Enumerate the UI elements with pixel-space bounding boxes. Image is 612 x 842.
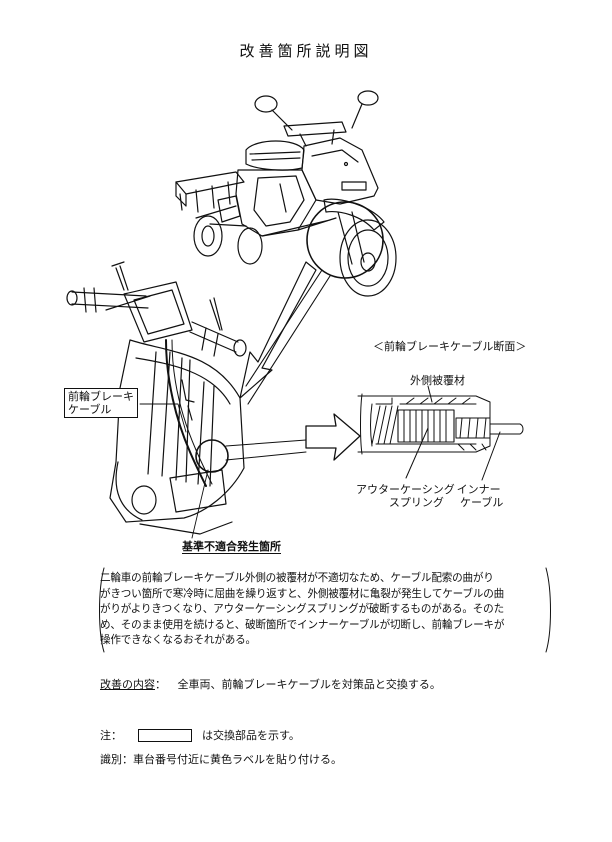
remedy-heading: 改善の内容 — [100, 678, 155, 691]
label-defect-location: 基準不適合発生箇所 — [182, 540, 281, 554]
handlebar-closeup-drawing — [66, 261, 247, 535]
remedy-text: 全車両、前輪ブレーキケーブルを対策品と交換する。 — [177, 678, 441, 691]
description-line: め、そのまま使用を続けると、破断箇所でインナーケーブルが切断し、前輪ブレーキが — [100, 618, 505, 631]
label-front-brake-cable: 前輪ブレーキ ケーブル — [64, 388, 138, 418]
section-caption: ＜前輪ブレーキケーブル断面＞ — [373, 340, 527, 353]
label-outer-casing-spring: アウターケーシング スプリング — [356, 483, 455, 509]
description-line: 操作できなくなるおそれがある。 — [100, 634, 256, 646]
defect-description: 二輪車の前輪ブレーキケーブル外側の被覆材が不適切なため、ケーブル配索の曲がり が… — [100, 571, 542, 647]
description-line: がりがよりきつくなり、アウターケーシングスプリングが破断するものがある。そのた — [100, 603, 504, 615]
label-inner-cable: インナー ケーブル — [456, 483, 504, 509]
fork-highlight-circle — [306, 201, 384, 279]
page-title: 改善箇所説明図 — [239, 42, 373, 60]
note-prefix: 注： — [100, 729, 122, 742]
remedy-section: 改善の内容： 全車両、前輪ブレーキケーブルを対策品と交換する。 — [100, 676, 441, 692]
identification-text: 識別：車台番号付近に黄色ラベルを貼り付ける。 — [100, 753, 342, 766]
scooter-drawing — [175, 90, 397, 297]
label-outer-coating: 外側被覆材 — [410, 374, 465, 387]
cable-section-drawing — [357, 385, 524, 481]
remedy-separator: ： — [155, 678, 166, 691]
replacement-part-swatch — [138, 728, 192, 742]
description-line: 二輪車の前輪ブレーキケーブル外側の被覆材が不適切なため、ケーブル配索の曲がり — [100, 572, 494, 584]
description-line: がきつい箇所で寒冷時に屈曲を繰り返すと、外側被覆材に亀裂が発生してケーブルの曲 — [100, 587, 504, 600]
defect-circle — [195, 439, 229, 473]
note-section: 注： は交換部品を示す。 — [100, 727, 300, 743]
note-text: は交換部品を示す。 — [202, 729, 300, 742]
